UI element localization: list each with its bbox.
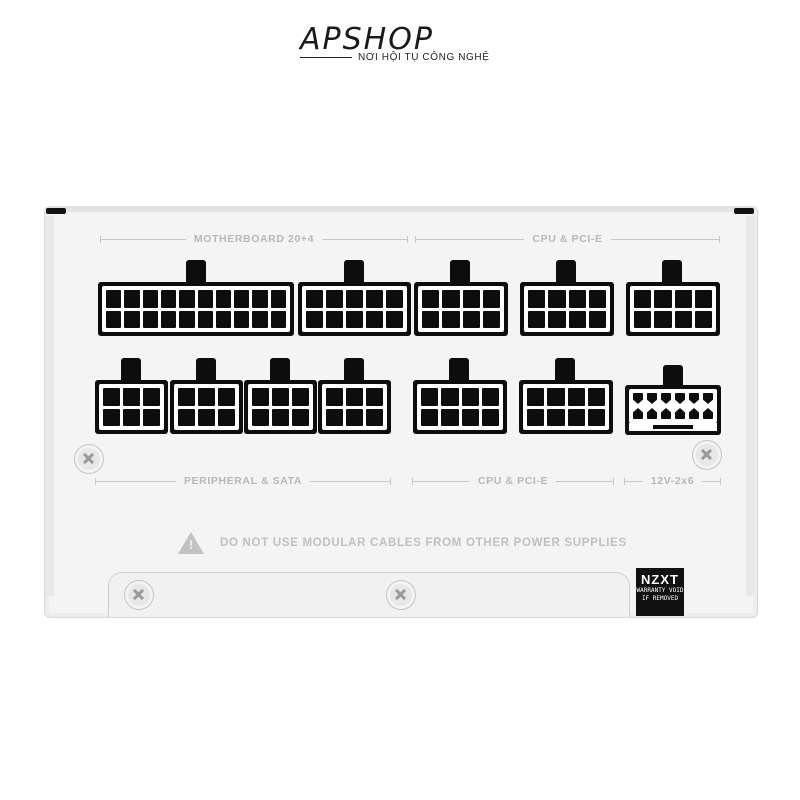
screw-icon — [74, 444, 104, 474]
screw-icon — [692, 440, 722, 470]
peripheral-sata-connector-2[interactable] — [170, 358, 243, 434]
warning-text: DO NOT USE MODULAR CABLES FROM OTHER POW… — [220, 537, 627, 549]
peripheral-sata-connector-3[interactable] — [244, 358, 317, 434]
motherboard-24pin-connector-a[interactable] — [98, 260, 294, 336]
apshop-logo: APSHOP NƠI HỘI TỤ CÔNG NGHỆ — [300, 22, 500, 66]
12v-2x6-connector[interactable] — [625, 365, 721, 435]
label-motherboard: MOTHERBOARD 20+4 — [100, 233, 409, 245]
panel-corner-tab-left — [46, 208, 66, 214]
panel-top-lip — [48, 206, 752, 212]
sticker-line-2: IF REMOVED — [641, 595, 679, 602]
cpu-pcie-connector-4[interactable] — [413, 358, 507, 434]
cpu-pcie-connector-5[interactable] — [519, 358, 613, 434]
panel-corner-tab-right — [734, 208, 754, 214]
motherboard-24pin-connector-b[interactable] — [298, 260, 411, 336]
peripheral-sata-connector-4[interactable] — [318, 358, 391, 434]
label-peripheral-sata: PERIPHERAL & SATA — [95, 475, 392, 487]
logo-tagline: NƠI HỘI TỤ CÔNG NGHỆ — [358, 52, 490, 63]
logo-wordmark: APSHOP — [300, 22, 434, 57]
sense-pin-slot — [653, 425, 693, 429]
nzxt-warranty-sticker: NZXT WARRANTY VOID IF REMOVED — [636, 568, 684, 616]
peripheral-sata-connector-1[interactable] — [95, 358, 168, 434]
warning-triangle-icon: ! — [178, 532, 204, 554]
label-12v-2x6: 12V-2x6 — [624, 475, 722, 487]
cpu-pcie-connector-2[interactable] — [520, 260, 614, 336]
panel-side-left — [46, 216, 54, 596]
screw-icon — [124, 580, 154, 610]
panel-side-right — [746, 216, 754, 596]
cpu-pcie-connector-3[interactable] — [626, 260, 720, 336]
label-cpu-pcie-top: CPU & PCI-E — [415, 233, 721, 245]
label-cpu-pcie-bottom: CPU & PCI-E — [412, 475, 615, 487]
screw-icon — [386, 580, 416, 610]
sticker-line-1: WARRANTY VOID — [636, 587, 684, 594]
sticker-brand: NZXT — [641, 572, 679, 587]
panel-bottom-rail — [108, 572, 630, 617]
logo-divider — [300, 57, 352, 58]
cpu-pcie-connector-1[interactable] — [414, 260, 508, 336]
warning-notice: ! DO NOT USE MODULAR CABLES FROM OTHER P… — [178, 532, 627, 554]
